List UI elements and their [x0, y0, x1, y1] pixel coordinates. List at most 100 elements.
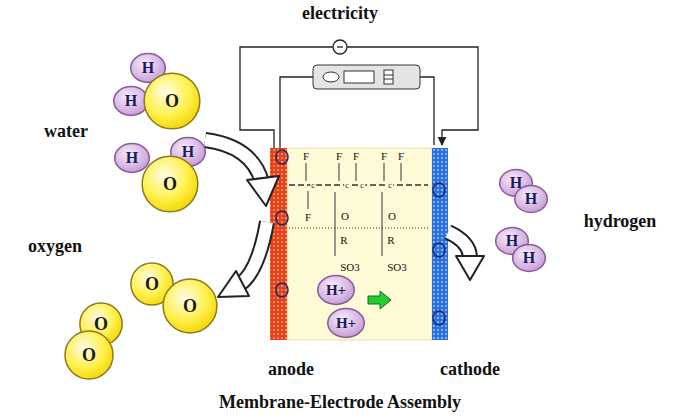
part-name-text: cathode	[440, 359, 500, 379]
circuit-wire	[240, 40, 478, 148]
atom-symbol: O	[163, 175, 177, 193]
electrode-sites	[276, 283, 288, 297]
flow-arrows	[240, 222, 267, 284]
proton: H+	[317, 275, 355, 305]
meter-symbol	[384, 70, 393, 84]
proton-outline	[328, 309, 364, 338]
electrode-sites	[433, 311, 445, 325]
atom-label-text: R	[387, 234, 394, 246]
circuit-wire	[280, 77, 313, 148]
atom-label: F	[353, 151, 359, 162]
atom-label-text: F	[353, 150, 359, 162]
atom-label: SO3	[387, 262, 407, 273]
atom-symbol: O	[183, 297, 197, 315]
electrode-sites	[276, 211, 288, 225]
oxygen-atom-outline	[65, 331, 113, 379]
part-name-text: anode	[268, 359, 314, 379]
oxygen-atom-outline	[142, 156, 198, 212]
atom-label-text: F	[336, 150, 342, 162]
atom-label: F	[305, 212, 311, 223]
flow-arrows	[218, 271, 249, 297]
atom-label: SO3	[340, 262, 360, 273]
caption: Membrane-Electrode Assembly	[219, 393, 461, 411]
hydrogen-atom: H	[114, 143, 150, 173]
flow-arrows	[205, 140, 262, 182]
flow-arrows	[448, 232, 470, 258]
circuit-wire	[333, 40, 347, 54]
atom-label: c	[387, 182, 393, 190]
atom-label: F	[336, 151, 342, 162]
polymer-chain	[382, 192, 383, 256]
polymer-chain	[306, 163, 307, 181]
polymer-chain	[339, 163, 340, 181]
atom-label: F	[381, 151, 387, 162]
hydrogen-atom-outline	[513, 245, 546, 272]
part-name-text: hydrogen	[584, 211, 657, 231]
membrane	[287, 148, 432, 340]
part-name: oxygen	[28, 237, 82, 255]
atom-label: c	[359, 182, 365, 190]
flow-arrows	[247, 176, 279, 206]
proton-outline	[318, 276, 354, 305]
polymer-chain	[401, 163, 402, 181]
proton-direction-arrow	[368, 291, 391, 309]
atom-label: R	[340, 235, 347, 246]
meter-symbol	[384, 75, 393, 76]
polymer-chain	[289, 163, 428, 256]
atom-symbol: H	[142, 60, 154, 76]
membrane	[270, 148, 448, 340]
oxygen-atom-outline	[144, 73, 200, 129]
atom-label-text: F	[303, 150, 309, 162]
meter-symbol	[313, 65, 420, 89]
proton: H+	[327, 308, 365, 338]
atom-symbol: O	[145, 275, 159, 293]
caption-text: Membrane-Electrode Assembly	[219, 392, 461, 412]
atom-label-text: c	[311, 181, 315, 190]
oxygen-atom: O	[141, 155, 199, 213]
atom-label-text: c	[360, 181, 364, 190]
atom-label-text: O	[341, 210, 349, 222]
proton-direction-arrow	[368, 291, 391, 309]
atom-label: c	[344, 182, 350, 190]
hydrogen-atom: H	[514, 185, 548, 213]
atom-label: R	[387, 235, 394, 246]
electrode-sites	[433, 243, 445, 257]
flow-arrows	[205, 140, 484, 297]
flow-arrows	[240, 222, 267, 284]
circuit-wire	[240, 47, 333, 148]
atom-label: F	[398, 151, 404, 162]
atom-symbol: H+	[326, 283, 346, 298]
atom-symbol: H	[126, 150, 138, 166]
atom-label-text: F	[305, 211, 311, 223]
oxygen-atom: O	[143, 72, 201, 130]
atom-symbol: O	[165, 92, 179, 110]
atom-symbol: H	[523, 250, 535, 266]
polymer-chain	[356, 163, 357, 181]
meter-symbol	[344, 71, 374, 83]
part-name: hydrogen	[584, 212, 657, 230]
hydrogen-atom-outline	[515, 186, 548, 213]
circuit-wire	[337, 46, 343, 47]
atom-symbol: O	[94, 315, 108, 333]
atom-label-text: SO3	[340, 261, 360, 273]
signal-name-text: electricity	[302, 3, 378, 23]
polymer-chain	[289, 228, 428, 229]
oxygen-atom: O	[162, 278, 218, 334]
part-name-text: water	[44, 121, 88, 141]
atom-label-text: R	[340, 234, 347, 246]
meter-symbol	[384, 79, 393, 80]
oxygen-atom: O	[64, 330, 114, 380]
part-name: anode	[268, 360, 314, 378]
part-name-text: oxygen	[28, 236, 82, 256]
meter-symbol	[313, 65, 420, 89]
atom-label-text: c	[388, 181, 392, 190]
polymer-chain	[384, 163, 385, 181]
hydrogen-atom: H	[512, 244, 546, 272]
atom-label: O	[341, 211, 349, 222]
electrode-sites	[276, 150, 445, 325]
flow-arrows	[240, 222, 267, 284]
flow-arrows	[448, 232, 470, 258]
signal-name: electricity	[302, 4, 378, 22]
atom-label: c	[310, 182, 316, 190]
oxygen-atom-outline	[163, 279, 217, 333]
